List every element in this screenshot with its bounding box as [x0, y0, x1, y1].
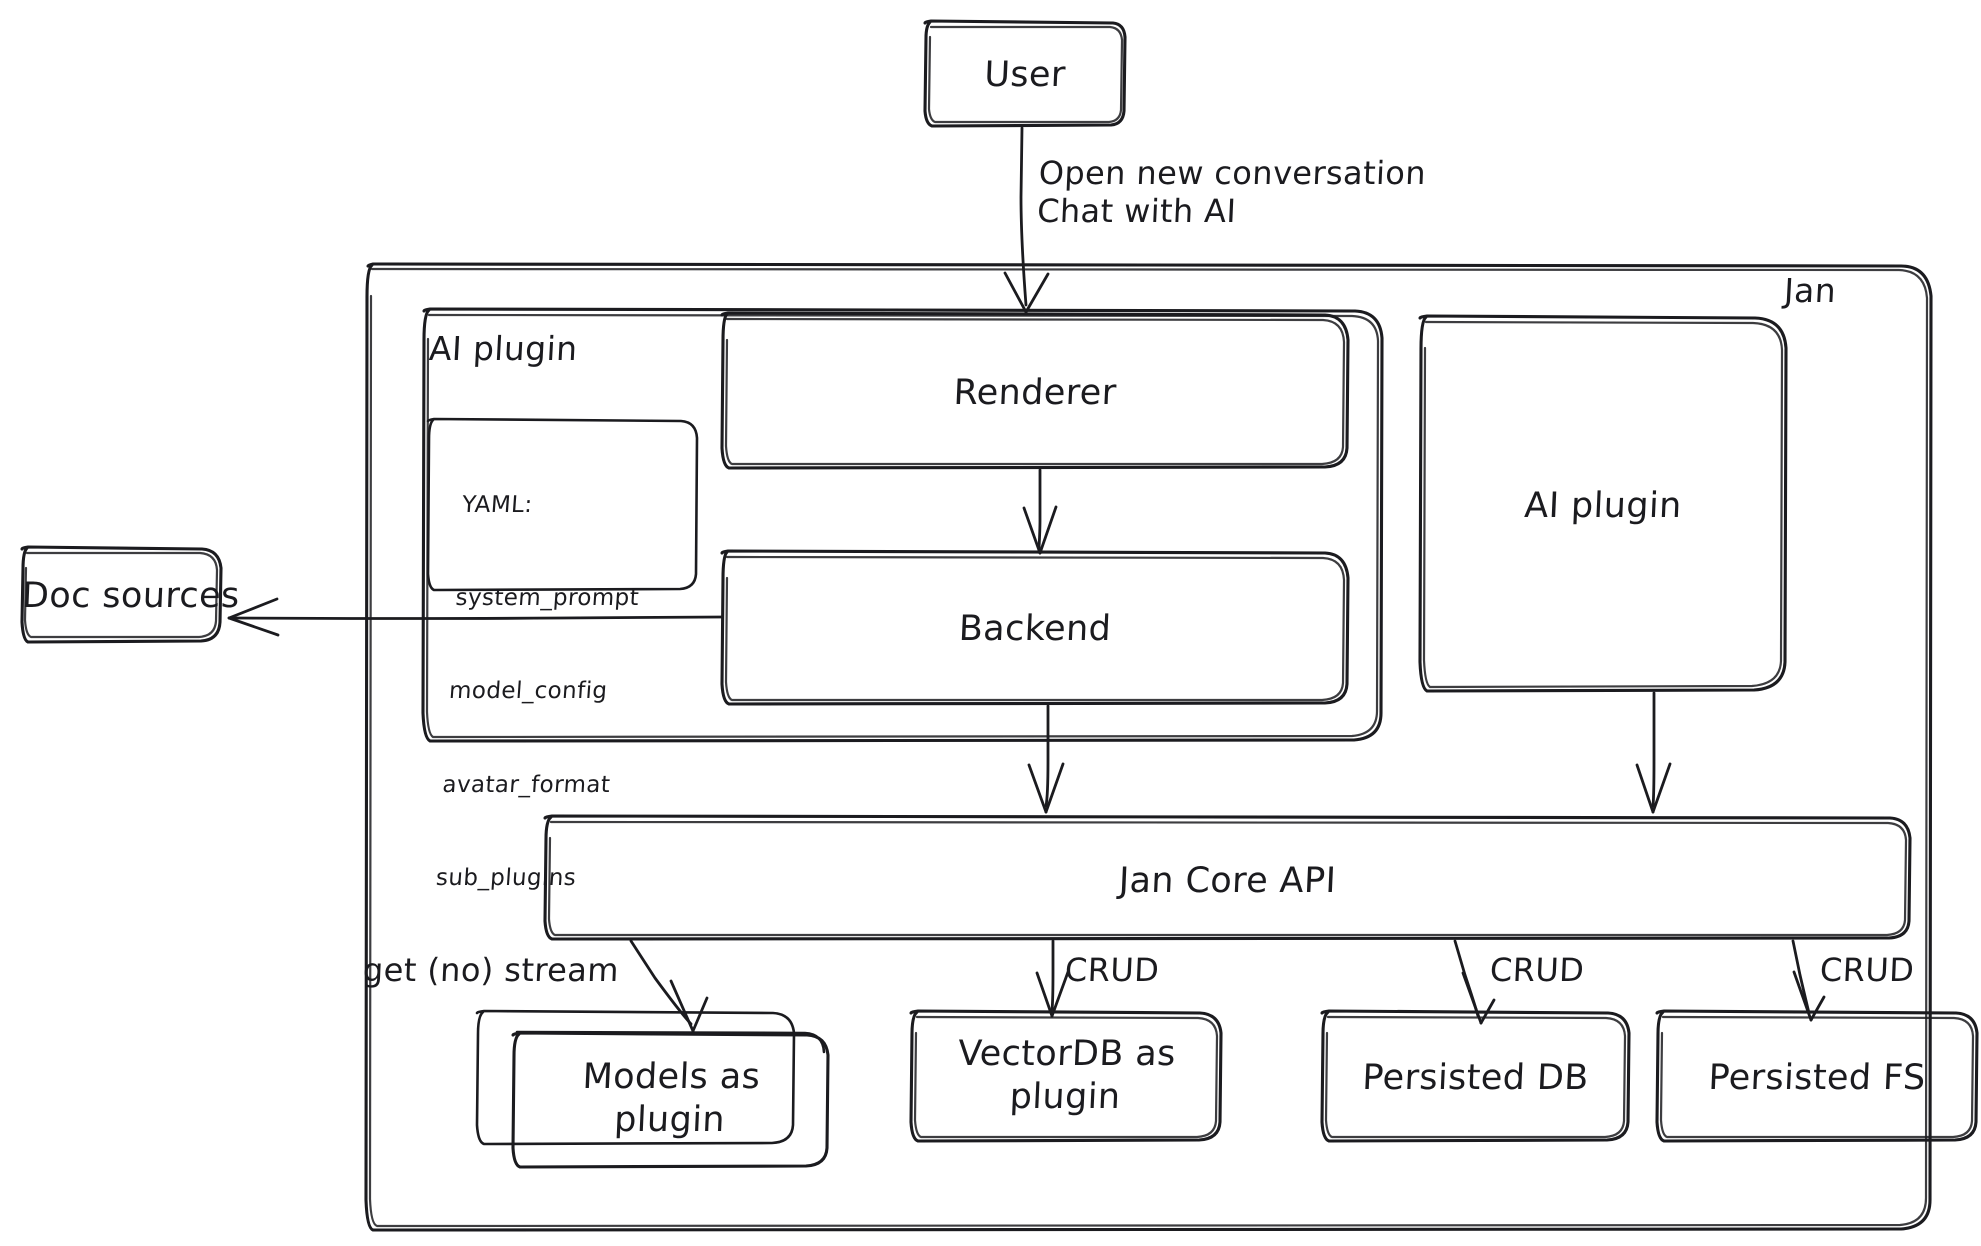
- edge-core-to-persisted-fs: [1791, 939, 1826, 1022]
- edge-user-to-renderer: [1003, 126, 1050, 314]
- node-ai-plugin-shape: [1418, 314, 1788, 693]
- edge-ai-plugin-to-core: [1635, 691, 1672, 814]
- edge-backend-to-core: [1027, 704, 1065, 814]
- edge-backend-to-doc-sources: [227, 597, 724, 637]
- node-yaml-note-shape: [426, 417, 699, 592]
- node-persisted-fs-shape: [1655, 1009, 1979, 1143]
- node-vectordb-as-plugin-shape: [909, 1009, 1223, 1143]
- node-jan-core-api-shape: [543, 814, 1912, 941]
- container-jan-shape: [364, 262, 1933, 1232]
- node-models-as-plugin-shape: [475, 1009, 830, 1169]
- node-user-shape: [923, 19, 1127, 128]
- node-renderer-shape: [720, 311, 1350, 470]
- node-backend-shape: [720, 549, 1350, 706]
- edge-core-to-models: [629, 939, 709, 1033]
- container-ai-plugin-group-shape: [421, 307, 1384, 743]
- node-persisted-db-shape: [1320, 1009, 1631, 1143]
- edge-renderer-to-backend: [1022, 468, 1058, 555]
- node-doc-sources-shape: [20, 545, 223, 644]
- edge-core-to-vectordb: [1035, 939, 1070, 1018]
